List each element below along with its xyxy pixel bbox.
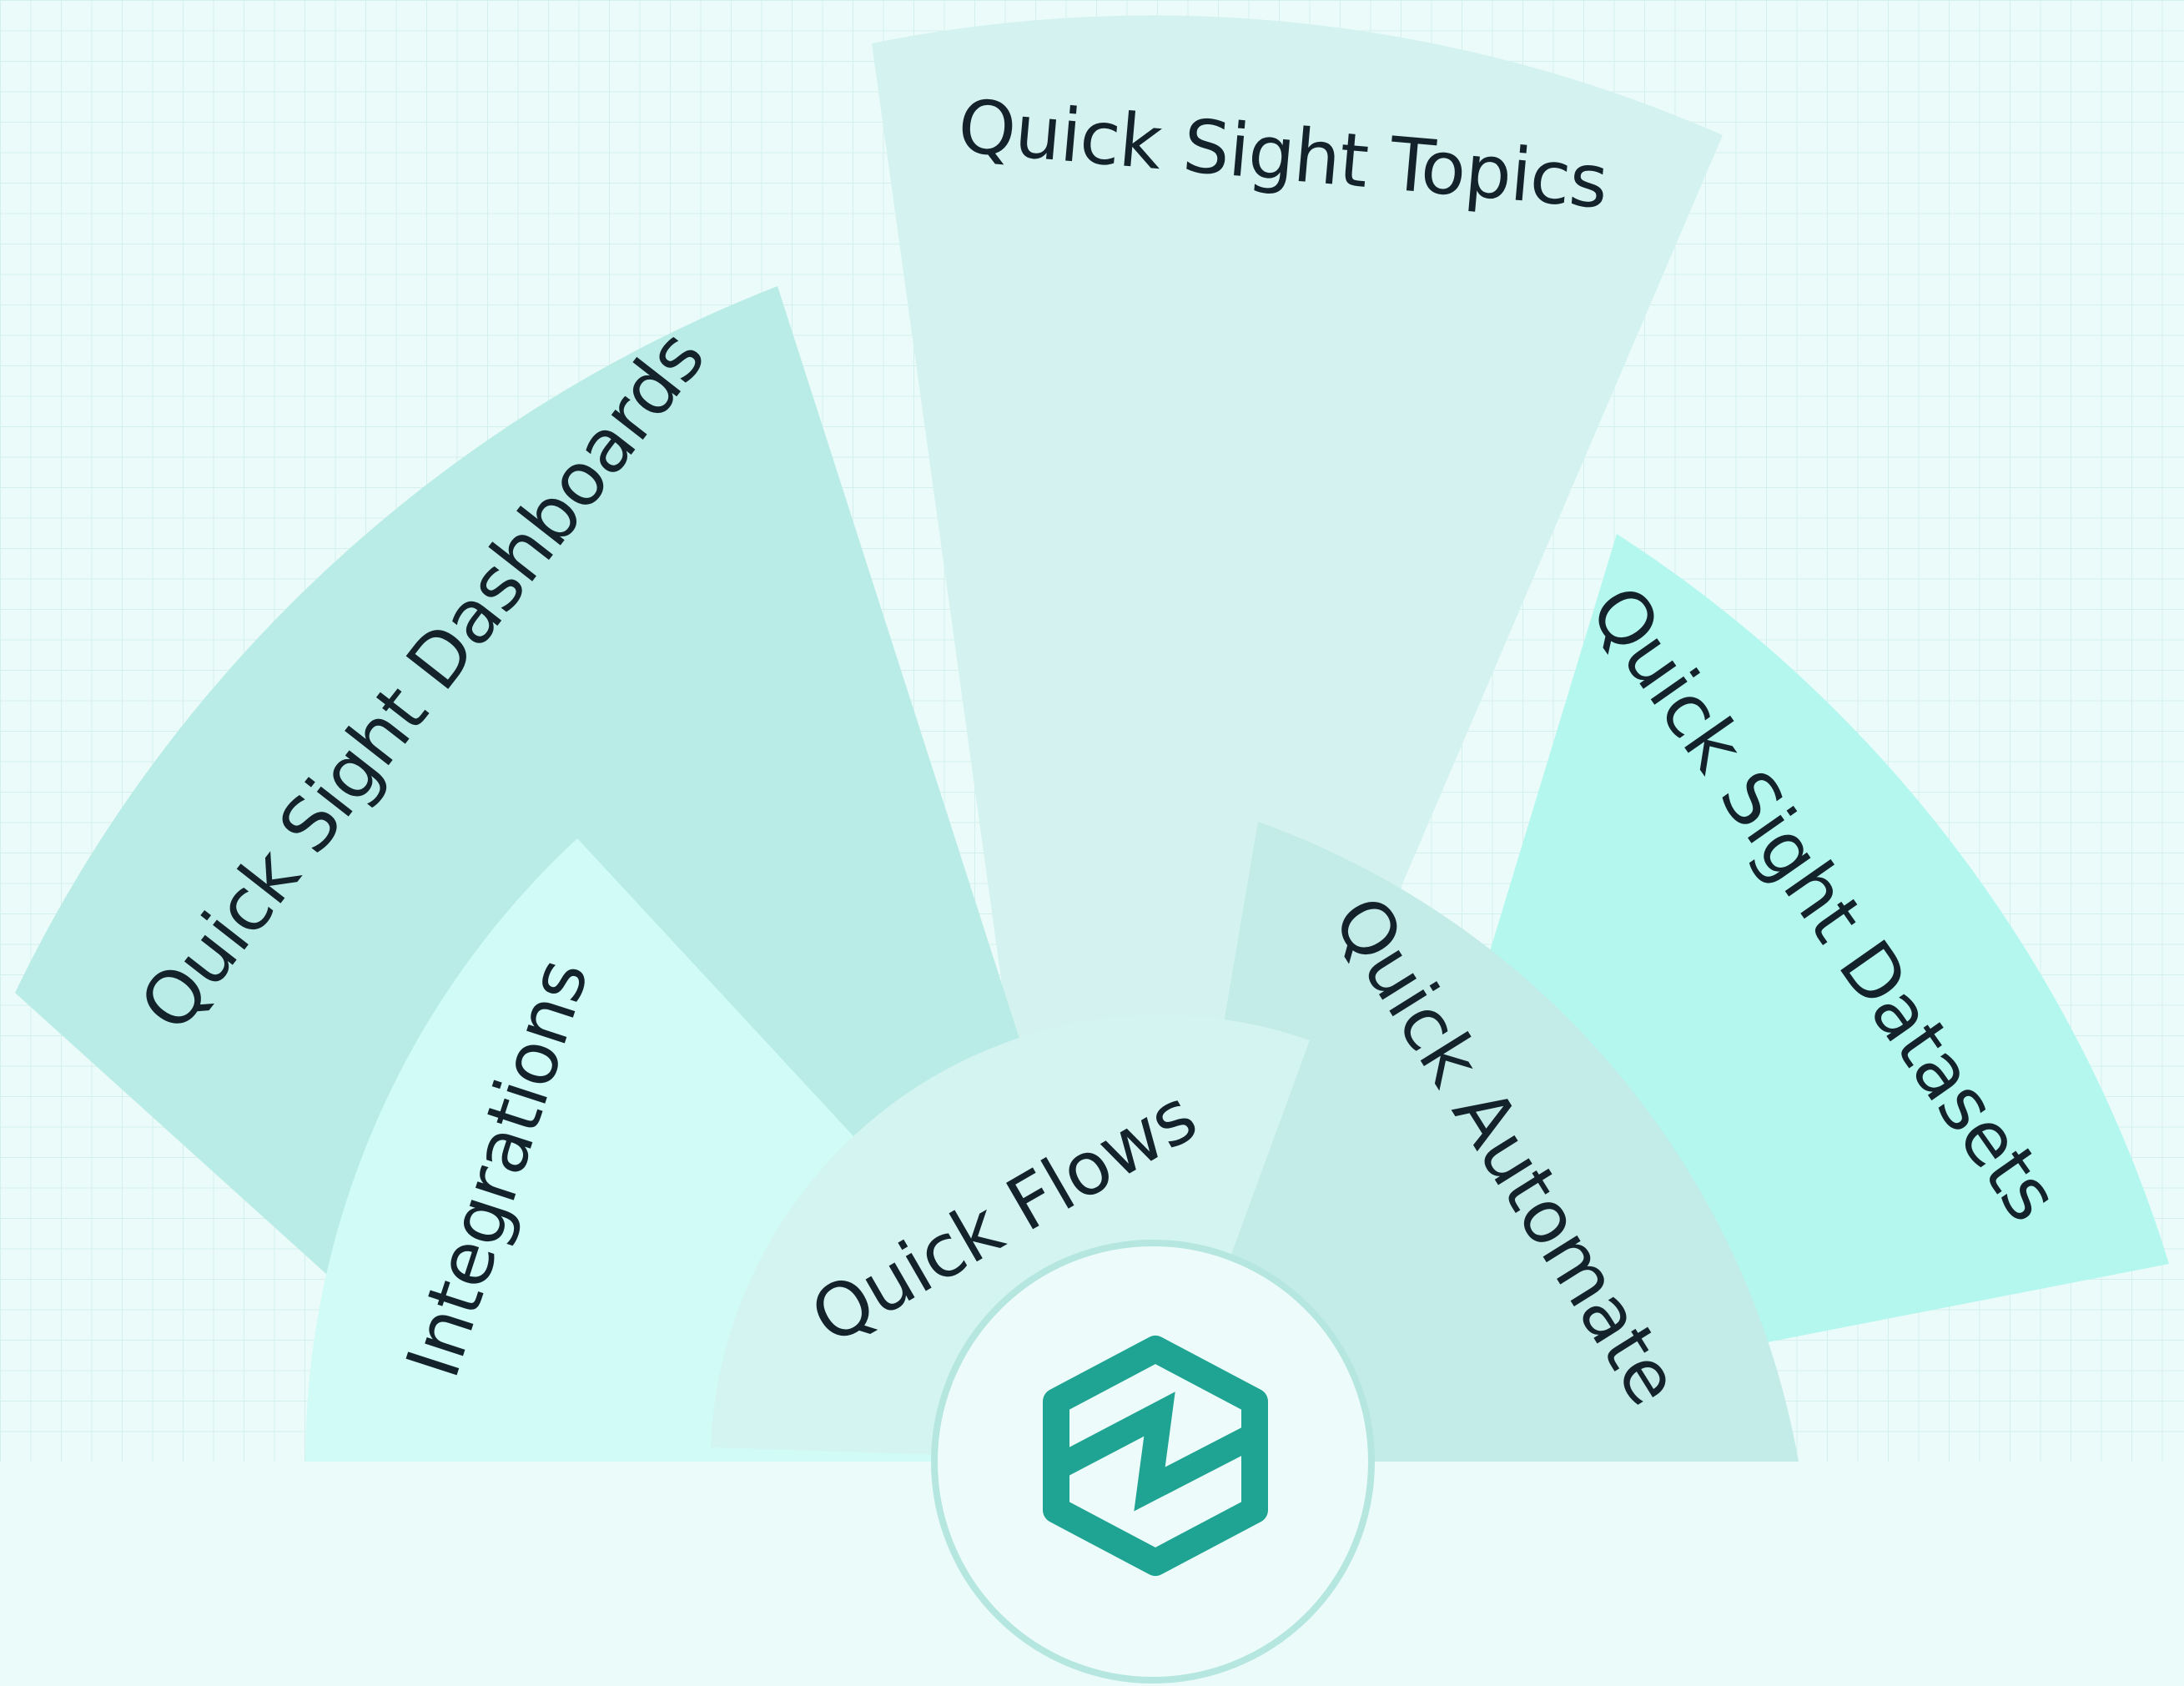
logo-zigzag <box>1050 1392 1261 1512</box>
segment-quick-automate <box>1155 822 1799 1462</box>
logo-hexagon <box>1043 1336 1268 1576</box>
quick-suite-logo-icon <box>1043 1336 1268 1576</box>
